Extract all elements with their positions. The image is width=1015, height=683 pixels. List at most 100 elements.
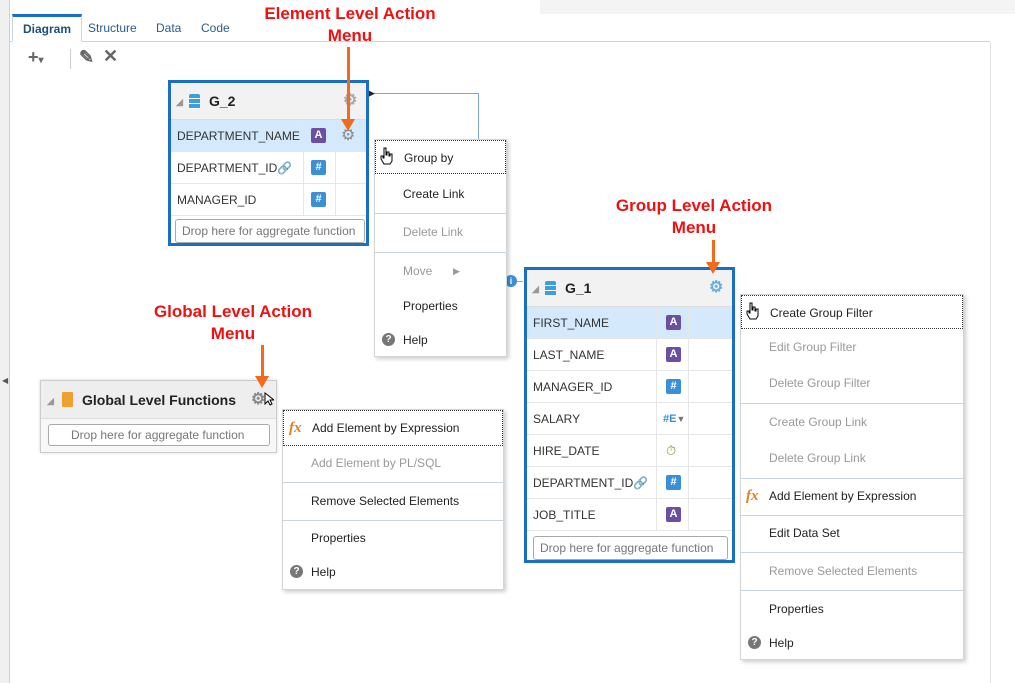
top-bar [540,0,1015,14]
menu-label: Add Element by Expression [769,489,917,503]
info-icon[interactable]: i [505,275,517,287]
number-type-icon: # [666,379,681,394]
global-level-functions[interactable]: ◢ Global Level Functions ⚙ Drop here for… [40,380,277,453]
x-icon[interactable]: ✕ [103,46,119,66]
group-header: ◢ Global Level Functions ⚙ [41,381,276,419]
menu-item-properties[interactable]: Properties [403,299,458,313]
element-name: DEPARTMENT_ID [177,161,278,175]
element-row[interactable]: HIRE_DATE ⏱ [527,435,732,467]
global-action-menu: fx Add Element by Expression Add Element … [282,409,504,590]
plus-icon[interactable]: +▾ [28,47,44,67]
database-icon [545,281,556,296]
menu-item-remove-selected[interactable]: Remove Selected Elements [311,494,460,508]
text-type-icon: A [666,507,681,522]
element-name: JOB_TITLE [533,508,596,522]
collapse-triangle-icon[interactable]: ◢ [176,97,183,107]
menu-item-delete-link[interactable]: Delete Link [403,225,464,239]
element-name: MANAGER_ID [177,193,257,207]
element-name: MANAGER_ID [533,380,613,394]
menu-item-help[interactable]: ?Help [375,323,506,357]
number-type-icon: # [666,475,681,490]
menu-item-delete-group-filter[interactable]: Delete Group Filter [769,376,871,390]
pencil-icon[interactable]: ✎ [79,47,95,67]
aggregate-drop-field[interactable]: Drop here for aggregate function [175,219,365,243]
menu-item-properties[interactable]: Properties [311,531,366,545]
menu-item-create-group-filter[interactable]: Create Group Filter [741,295,963,329]
menu-item-edit-data-set[interactable]: Edit Data Set [769,526,840,540]
fx-icon: fx [289,420,302,436]
document-icon [62,392,73,407]
hand-cursor-icon [380,147,393,165]
element-row[interactable]: SALARY #E▼ [527,403,732,435]
element-row[interactable]: DEPARTMENT_ID🔗 # [527,467,732,499]
element-name: SALARY [533,412,581,426]
tab-structure[interactable]: Structure [88,21,137,35]
element-row[interactable]: FIRST_NAME A [527,307,732,339]
menu-item-edit-group-filter[interactable]: Edit Group Filter [769,340,857,354]
group-header: ◢ G_2 ⚙ [171,83,366,120]
link-icon: 🔗 [633,476,649,490]
move-label: Move [403,264,433,278]
link-icon: 🔗 [277,161,293,175]
element-name: DEPARTMENT_ID [533,476,634,490]
menu-item-properties[interactable]: Properties [769,602,824,616]
element-name: FIRST_NAME [533,316,610,330]
menu-item-help[interactable]: ?Help [283,555,503,589]
aggregate-drop-field[interactable]: Drop here for aggregate function [48,424,270,446]
left-collapse-strip[interactable]: ◀ [0,0,10,683]
number-expression-type-icon[interactable]: #E▼ [663,413,686,425]
menu-item-create-group-link[interactable]: Create Group Link [769,415,868,429]
menu-item-group-by[interactable]: Group by [375,140,506,174]
aggregate-drop-field[interactable]: Drop here for aggregate function [533,536,728,560]
element-name: LAST_NAME [533,348,605,362]
tab-diagram[interactable]: Diagram [12,14,83,42]
element-name: HIRE_DATE [533,444,600,458]
collapse-triangle-icon[interactable]: ◢ [532,284,539,294]
help-icon: ? [290,565,303,578]
menu-item-delete-group-link[interactable]: Delete Group Link [769,451,866,465]
menu-item-help[interactable]: ?Help [741,626,963,660]
fx-icon: fx [746,488,759,504]
menu-label: Add Element by Expression [312,421,460,435]
element-row[interactable]: MANAGER_ID # [527,371,732,403]
number-type-icon: # [311,160,326,175]
tab-code[interactable]: Code [201,21,230,35]
database-icon [189,94,200,109]
menu-item-add-element-by-expression[interactable]: fx Add Element by Expression [283,410,503,446]
menu-item-remove-selected[interactable]: Remove Selected Elements [769,564,918,578]
canvas-edge [990,42,991,683]
tab-data[interactable]: Data [156,21,182,35]
group-action-menu: Create Group Filter Edit Group Filter De… [740,294,964,660]
menu-item-create-link[interactable]: Create Link [403,187,465,201]
element-row[interactable]: JOB_TITLE A [527,499,732,531]
element-row[interactable]: MANAGER_ID# [171,184,366,216]
menu-item-add-element-by-expression[interactable]: fx Add Element by Expression [741,479,963,513]
hand-cursor-icon [746,302,759,320]
gear-icon[interactable]: ⚙ [251,391,266,408]
help-label: Help [769,636,794,650]
annotation-arrow [706,240,720,274]
gear-icon[interactable]: ⚙ [343,92,358,109]
text-type-icon: A [311,128,326,143]
element-action-menu: Group by Create Link Delete Link Move ▶ P… [374,139,507,357]
collapse-triangle-icon[interactable]: ◢ [47,396,54,406]
help-label: Help [403,333,428,347]
element-row[interactable]: DEPARTMENT_ID🔗 # [171,152,366,184]
menu-item-move[interactable]: Move ▶ [375,254,506,288]
gear-icon[interactable]: ⚙ [341,127,356,144]
connector-line [372,93,479,94]
group-title: G_1 [565,280,592,296]
submenu-arrow-icon: ▶ [453,266,460,276]
text-type-icon: A [666,315,681,330]
gear-icon[interactable]: ⚙ [709,279,724,296]
menu-item-add-element-by-plsql[interactable]: Add Element by PL/SQL [311,456,442,470]
collapse-arrow-icon[interactable]: ◀ [2,376,9,385]
toolbar-separator [70,49,71,69]
date-type-icon: ⏱ [666,443,677,458]
